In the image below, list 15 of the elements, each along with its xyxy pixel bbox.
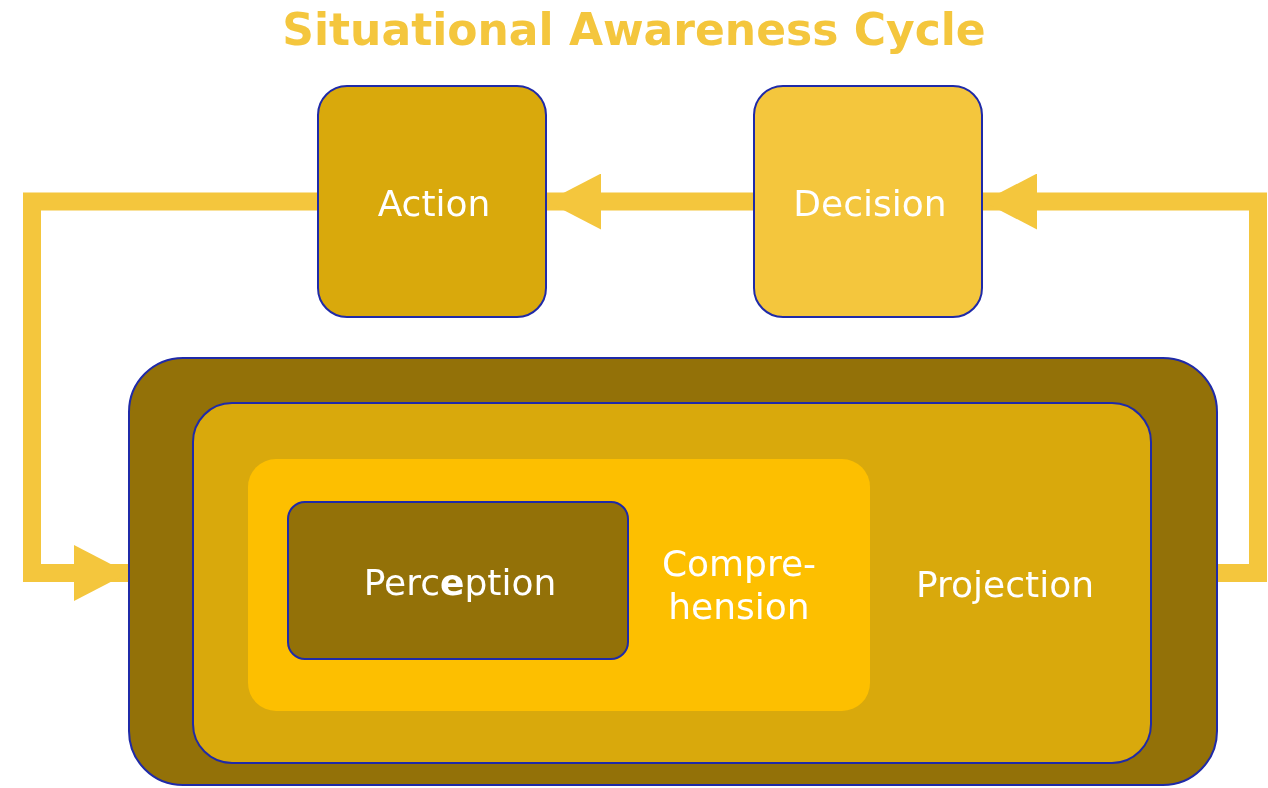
arrow — [547, 173, 753, 230]
box-label: Perception — [362, 560, 558, 605]
process-box — [192, 402, 1152, 764]
arrow — [23, 192, 317, 601]
box-label: Decision — [792, 181, 948, 226]
title: Situational Awareness Cycle — [281, 4, 987, 55]
box-label: Action — [376, 181, 492, 226]
arrow — [983, 173, 1267, 582]
process-box — [753, 85, 983, 318]
process-box — [248, 459, 870, 711]
process-box — [287, 501, 629, 660]
box-label: Projection — [915, 563, 1095, 608]
outer-box — [128, 357, 1218, 786]
box-label: Compre- hension — [660, 541, 818, 629]
process-box — [317, 85, 547, 318]
